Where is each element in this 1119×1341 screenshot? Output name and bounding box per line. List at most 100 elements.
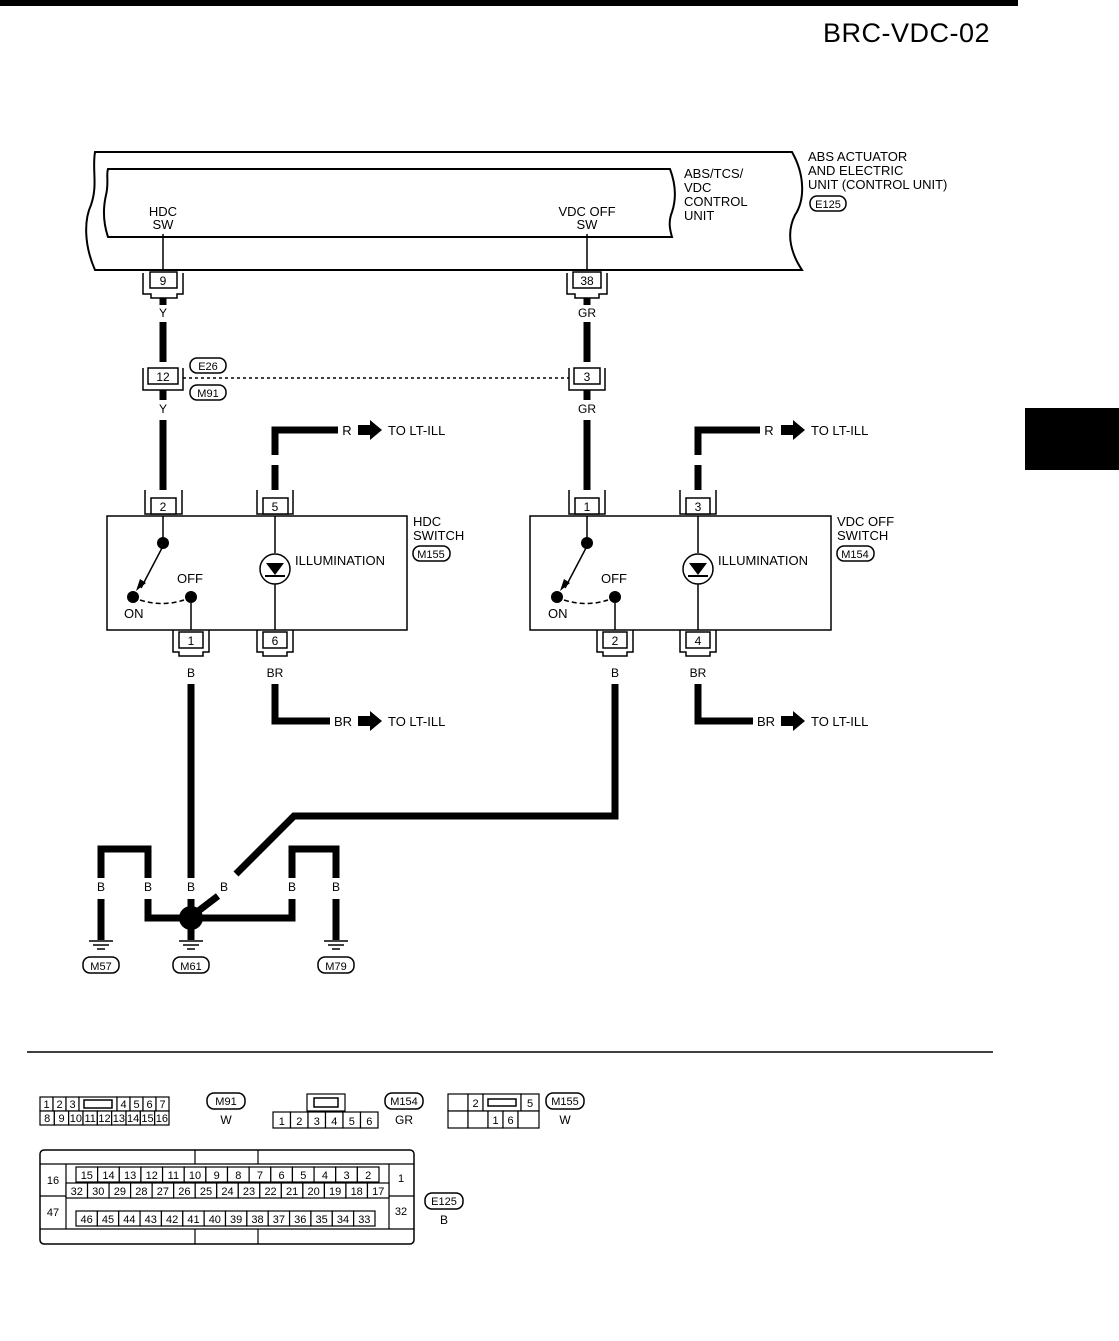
svg-text:HDC: HDC xyxy=(149,204,177,219)
e125-pin: 42 xyxy=(166,1214,178,1226)
hdc-pin-2: 2 xyxy=(144,490,183,515)
svg-text:6: 6 xyxy=(272,634,279,648)
vdc-pin-1: 1 xyxy=(568,490,606,515)
svg-text:CONTROL: CONTROL xyxy=(684,194,748,209)
e125-pin: 8 xyxy=(235,1170,241,1182)
m154-pin: 4 xyxy=(331,1116,337,1128)
svg-text:M57: M57 xyxy=(90,961,111,973)
e125-pin: 46 xyxy=(81,1214,93,1226)
e125-pin: 40 xyxy=(209,1214,221,1226)
svg-text:B: B xyxy=(288,880,296,894)
e125-cell xyxy=(356,1166,380,1183)
svg-text:B: B xyxy=(187,666,195,680)
e125-pin: 15 xyxy=(81,1170,93,1182)
m91-pin: 6 xyxy=(146,1099,152,1111)
svg-text:M91: M91 xyxy=(197,388,218,400)
m91-pin: 11 xyxy=(84,1113,95,1125)
e125-pin: 4 xyxy=(322,1170,328,1182)
svg-text:2: 2 xyxy=(612,634,619,648)
e125-pin: 27 xyxy=(157,1186,169,1198)
e125-pin: 36 xyxy=(294,1214,306,1226)
wire-b-vdc xyxy=(233,684,619,877)
wire-br-vdc xyxy=(694,684,753,725)
wire-r-hdc xyxy=(271,426,338,490)
e125-pin: 24 xyxy=(221,1186,233,1198)
e125-pin: 28 xyxy=(135,1186,147,1198)
svg-text:UNIT: UNIT xyxy=(684,208,714,223)
section-tab xyxy=(1025,408,1119,470)
svg-text:B: B xyxy=(611,666,619,680)
unit-name: ABS ACTUATOR AND ELECTRIC UNIT (CONTROL … xyxy=(808,149,947,192)
svg-text:HDC: HDC xyxy=(413,514,441,529)
svg-text:BR: BR xyxy=(334,714,352,729)
e125-pin: 16 xyxy=(47,1175,59,1187)
hdc-switch-title: HDC SWITCH xyxy=(413,514,464,543)
joint-pin-12: 12 xyxy=(142,367,184,391)
m154-lock xyxy=(313,1097,339,1108)
e125-pin: 5 xyxy=(300,1170,306,1182)
ground-icon xyxy=(324,940,348,950)
e125-pin: 1 xyxy=(398,1173,404,1185)
svg-text:R: R xyxy=(764,423,773,438)
pin-unit-38: 38 xyxy=(566,271,608,299)
wire-color-y: Y xyxy=(159,306,167,320)
connector-m155-tag: M155 W xyxy=(545,1092,585,1127)
vdc-illumination-label: ILLUMINATION xyxy=(718,553,808,568)
e125-pin: 45 xyxy=(102,1214,114,1226)
e125-pin: 37 xyxy=(273,1214,285,1226)
e125-pin: 20 xyxy=(308,1186,320,1198)
svg-text:W: W xyxy=(220,1113,232,1127)
e125-pin: 10 xyxy=(189,1170,201,1182)
svg-text:VDC: VDC xyxy=(684,180,711,195)
wire-color-y-lower: Y xyxy=(159,402,167,416)
e125-pin: 41 xyxy=(187,1214,199,1226)
m154-lock-housing xyxy=(306,1093,346,1112)
m91-pin: 3 xyxy=(69,1099,75,1111)
dest-lt-ill-2: TO LT-ILL xyxy=(811,423,868,438)
connector-m91-tag: M91 W xyxy=(206,1092,246,1127)
e125-pin: 39 xyxy=(230,1214,242,1226)
unit-inner-label: ABS/TCS/ VDC CONTROL UNIT xyxy=(684,166,748,223)
svg-text:4: 4 xyxy=(695,634,702,648)
m91-pin: 10 xyxy=(70,1113,82,1125)
m154-pin: 2 xyxy=(296,1116,302,1128)
svg-text:B: B xyxy=(144,880,152,894)
hdc-off-label: OFF xyxy=(177,571,203,586)
svg-text:BR: BR xyxy=(690,666,707,680)
svg-text:R: R xyxy=(271,466,280,480)
svg-text:38: 38 xyxy=(580,274,594,288)
hdc-switch-connector-tag: M155 xyxy=(412,545,451,562)
svg-text:SW: SW xyxy=(577,217,599,232)
hdc-pin-5: 5 xyxy=(256,490,294,515)
m155-pin: 1 xyxy=(492,1115,498,1127)
m91-cell xyxy=(154,1110,170,1126)
unit-connector-e125-tag: E125 xyxy=(809,195,847,212)
e125-pin: 11 xyxy=(168,1170,179,1182)
svg-text:ABS ACTUATOR: ABS ACTUATOR xyxy=(808,149,907,164)
e125-pin: 34 xyxy=(337,1214,349,1226)
svg-text:BR: BR xyxy=(757,714,775,729)
m155-cell xyxy=(447,1093,469,1112)
m91-pin: 7 xyxy=(159,1099,165,1111)
svg-text:SW: SW xyxy=(153,217,175,232)
svg-text:SWITCH: SWITCH xyxy=(413,528,464,543)
svg-text:5: 5 xyxy=(272,500,279,514)
ground-m57-tag: M57 xyxy=(82,956,120,974)
svg-text:E26: E26 xyxy=(198,361,218,373)
svg-text:R: R xyxy=(342,423,351,438)
svg-text:BR: BR xyxy=(267,666,284,680)
m155-pin: 5 xyxy=(527,1098,533,1110)
arrow-icon xyxy=(781,420,805,440)
m91-pin: 2 xyxy=(56,1099,62,1111)
e125-pin: 23 xyxy=(243,1186,255,1198)
svg-text:E125: E125 xyxy=(815,199,841,211)
e125-pin: 38 xyxy=(251,1214,263,1226)
svg-text:M155: M155 xyxy=(551,1096,579,1108)
m155-pin: 6 xyxy=(507,1115,513,1127)
arrow-icon xyxy=(358,420,382,440)
m91-lock xyxy=(83,1099,113,1109)
